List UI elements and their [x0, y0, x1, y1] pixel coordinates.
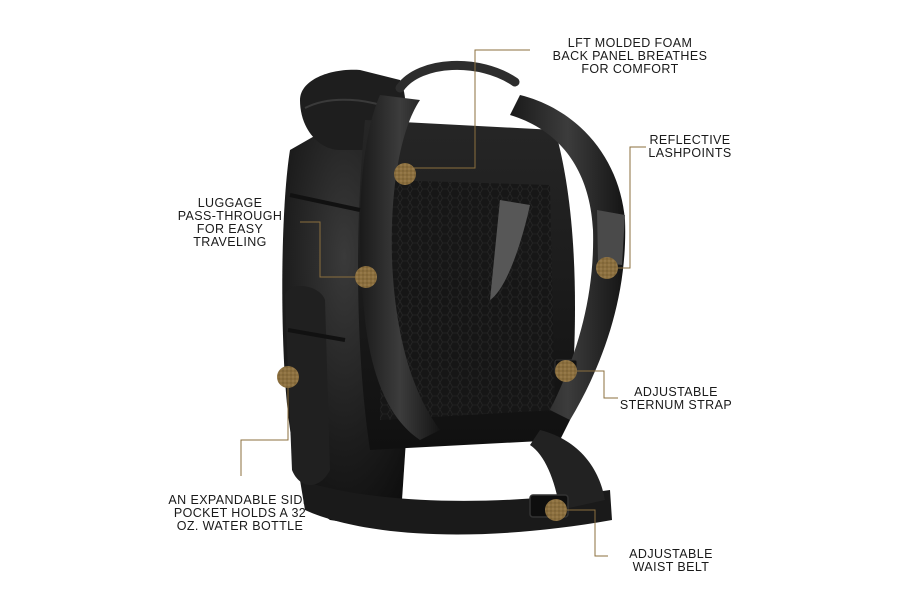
callout-line: AN EXPANDABLE SIDE [168, 493, 312, 507]
callout-line: WAIST BELT [632, 560, 710, 574]
callout-line: ADJUSTABLE [634, 385, 718, 399]
hotspot-waist-belt [545, 499, 567, 521]
callout-line: BACK PANEL BREATHES [552, 49, 708, 63]
callout-line: FOR EASY [196, 222, 264, 236]
callout-back-panel: LFT MOLDED FOAM BACK PANEL BREATHES FOR … [540, 37, 720, 76]
leader-sternum [577, 370, 618, 399]
callout-line: LASHPOINTS [648, 146, 732, 160]
leader-side-pocket [240, 388, 289, 476]
hotspot-luggage [355, 266, 377, 288]
callout-waist-belt: ADJUSTABLE WAIST BELT [616, 548, 726, 574]
hotspot-side-pocket [277, 366, 299, 388]
leader-luggage [300, 221, 355, 278]
callout-line: FOR COMFORT [581, 62, 679, 76]
left-shoulder-strap [360, 95, 440, 440]
callout-line: LFT MOLDED FOAM [567, 36, 693, 50]
hotspot-lashpoints [596, 257, 618, 279]
top-handle [395, 61, 520, 93]
callout-line: LUGGAGE [197, 196, 263, 210]
callout-side-pocket: AN EXPANDABLE SIDE POCKET HOLDS A 32 OZ.… [160, 494, 320, 533]
callout-sternum: ADJUSTABLE STERNUM STRAP [616, 386, 736, 412]
leader-back-panel [414, 49, 530, 169]
callout-lashpoints: REFLECTIVE LASHPOINTS [640, 134, 740, 160]
callout-line: OZ. WATER BOTTLE [176, 519, 304, 533]
callout-line: PASS-THROUGH [177, 209, 283, 223]
callout-line: POCKET HOLDS A 32 [173, 506, 307, 520]
callout-line: REFLECTIVE [649, 133, 731, 147]
callout-luggage: LUGGAGE PASS-THROUGH FOR EASY TRAVELING [170, 197, 290, 249]
hotspot-sternum [555, 360, 577, 382]
callout-line: TRAVELING [193, 235, 267, 249]
callout-line: STERNUM STRAP [619, 398, 733, 412]
hotspot-back-panel [394, 163, 416, 185]
leader-waist-belt [567, 509, 608, 557]
hip-fin [530, 430, 605, 510]
hip-belt [300, 480, 612, 535]
right-shoulder-strap [510, 95, 626, 420]
callout-line: ADJUSTABLE [629, 547, 713, 561]
leader-lashpoints [616, 146, 646, 269]
